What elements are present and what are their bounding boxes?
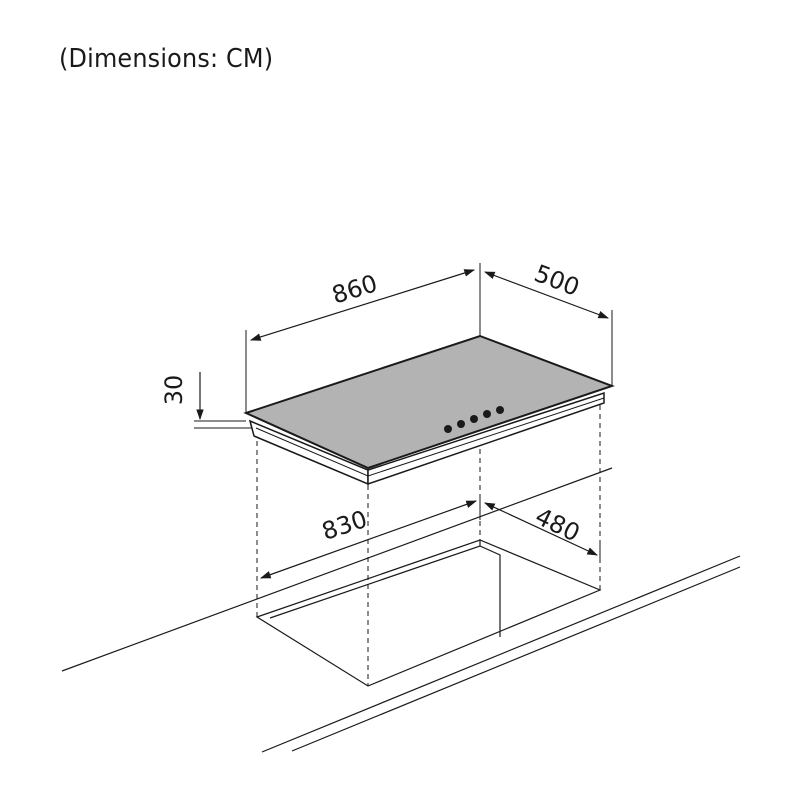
dim-line-860 [249, 269, 476, 341]
countertop-back-edge [61, 467, 613, 672]
dim-line-500 [483, 271, 610, 319]
hob [243, 334, 615, 486]
countertop [61, 467, 741, 753]
control-knobs [444, 406, 504, 433]
knob-icon [483, 410, 491, 418]
knob-icon [470, 415, 478, 423]
extension-lines [194, 263, 613, 560]
countertop-front-edge-upper [261, 555, 741, 753]
label-cutout-depth: 480 [531, 502, 584, 547]
units-caption: (Dimensions: CM) [59, 44, 274, 74]
hob-body-front [367, 391, 605, 486]
label-width-top: 860 [329, 269, 381, 309]
countertop-front-edge-lower [291, 566, 741, 752]
cutout-opening [255, 539, 602, 687]
dim-line-830 [259, 500, 478, 579]
label-cutout-width: 830 [318, 505, 370, 546]
dim-line-480 [484, 502, 598, 556]
knob-icon [444, 425, 452, 433]
label-thickness: 30 [160, 375, 188, 406]
knob-icon [457, 420, 465, 428]
cutout-inner-edge [269, 545, 501, 637]
knob-icon [496, 406, 504, 414]
hob-body-inner-line [255, 397, 605, 477]
cutout-outline [255, 539, 602, 687]
dimension-lines [196, 269, 610, 579]
label-depth-top: 500 [530, 259, 583, 302]
